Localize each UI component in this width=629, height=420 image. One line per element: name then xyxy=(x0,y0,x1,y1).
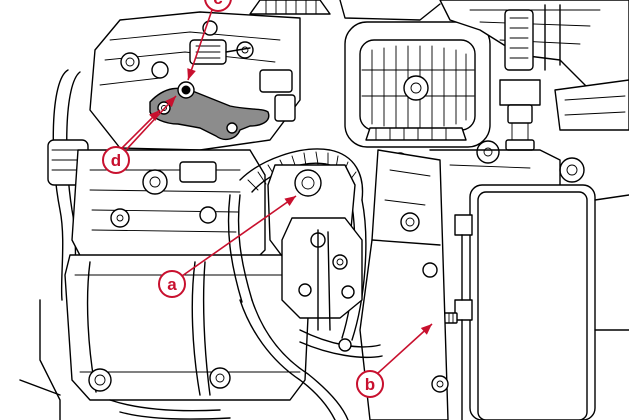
svg-text:d: d xyxy=(111,151,121,170)
leader-c xyxy=(187,9,213,81)
filter-canister xyxy=(64,254,311,401)
top-pulley xyxy=(249,0,441,21)
alternator xyxy=(344,21,491,148)
carburetor-block xyxy=(71,149,266,266)
linkage-bolt xyxy=(177,81,195,99)
svg-text:c: c xyxy=(213,0,222,8)
leader-d1-arrowhead xyxy=(149,110,160,121)
center-mounting-bracket xyxy=(359,149,449,420)
leader-d2 xyxy=(125,95,177,151)
engine-right-details xyxy=(392,140,585,191)
leader-a-arrowhead xyxy=(284,196,296,207)
callout-b: b xyxy=(356,370,384,398)
leader-b xyxy=(377,323,433,374)
leader-c-arrowhead xyxy=(187,68,196,80)
fuel-pump-body xyxy=(267,164,363,331)
engine-upper-right-frame xyxy=(439,0,629,151)
callout-a: a xyxy=(158,270,186,298)
leader-a xyxy=(181,195,297,277)
svg-text:a: a xyxy=(167,275,177,294)
callout-c: c xyxy=(204,0,232,12)
callout-d: d xyxy=(102,146,130,174)
svg-text:b: b xyxy=(365,375,375,394)
leader-b-arrowhead xyxy=(420,324,432,335)
fuel-filter-housing xyxy=(454,184,629,420)
lower-hoses xyxy=(109,299,383,420)
leader-d2-arrowhead xyxy=(165,96,176,108)
cylinder-head-housing xyxy=(89,11,301,151)
callout-leader-lines xyxy=(121,9,433,374)
